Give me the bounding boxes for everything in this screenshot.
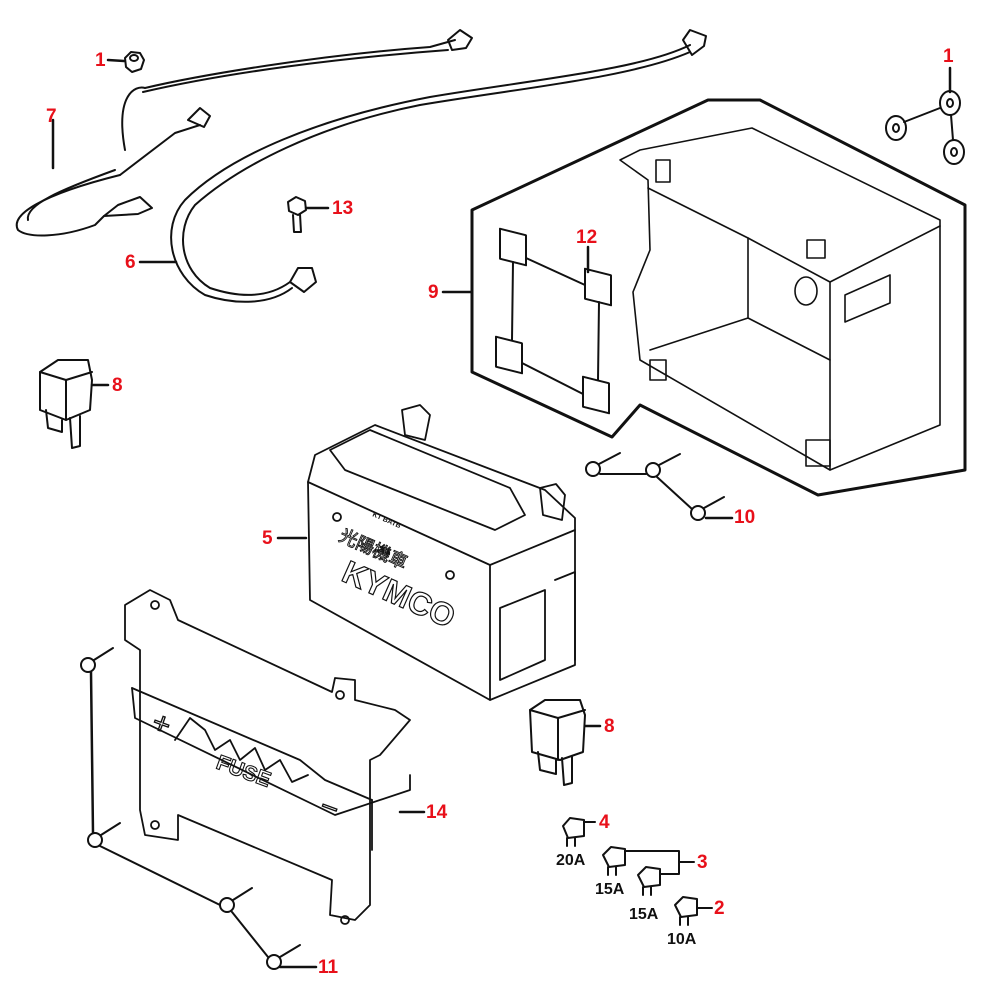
fuse-15a-2 — [637, 866, 661, 896]
grommets-1 — [885, 90, 965, 165]
callout-13: 13 — [332, 198, 354, 219]
callout-1-grommets: 1 — [943, 46, 954, 67]
battery — [307, 404, 576, 701]
fuse-bracket — [124, 589, 411, 925]
callout-8-lower: 8 — [604, 716, 615, 737]
bolt-13 — [287, 196, 307, 233]
fuse-15a-1 — [602, 846, 626, 876]
callout-9: 9 — [428, 282, 439, 303]
plus-sign: + — [148, 706, 176, 743]
minus-sign: − — [316, 790, 344, 827]
leader-lines — [51, 58, 952, 969]
fuse-rating-10a: 10A — [667, 931, 697, 948]
cable-7 — [15, 29, 473, 237]
relay-lower — [529, 699, 586, 786]
fuse-3-leader — [624, 850, 695, 875]
callout-4: 4 — [599, 812, 610, 833]
battery-label: KYMCO KT BATB 光陽機車 — [336, 511, 461, 635]
callout-10: 10 — [734, 507, 756, 528]
callout-6: 6 — [125, 252, 136, 273]
fuse-rating-15a-2: 15A — [629, 906, 659, 923]
nut-1 — [124, 51, 145, 73]
battery-box — [619, 127, 941, 471]
callout-5: 5 — [262, 528, 273, 549]
fuse-20a — [562, 817, 596, 847]
fuse-rating-20a: 20A — [556, 852, 586, 869]
bolts-10 — [585, 452, 725, 521]
fuse-rating-15a-1: 15A — [595, 881, 625, 898]
rubber-pads-12 — [495, 227, 612, 415]
callout-11: 11 — [318, 957, 339, 978]
fuse-10a — [674, 896, 713, 926]
bolts-11 — [80, 647, 301, 970]
battery-box-outline — [470, 98, 967, 497]
callout-3: 3 — [697, 852, 708, 873]
cable-6 — [170, 29, 707, 303]
callout-12: 12 — [576, 227, 598, 248]
callout-7: 7 — [46, 106, 57, 127]
callout-14: 14 — [426, 802, 448, 823]
callout-1-nut: 1 — [95, 50, 106, 71]
callout-2: 2 — [714, 898, 725, 919]
bracket-label: + FUSE − — [147, 705, 344, 827]
callout-8-left: 8 — [112, 375, 123, 396]
relay-left — [39, 359, 93, 449]
battery-model-text: KT BATB — [371, 511, 401, 530]
